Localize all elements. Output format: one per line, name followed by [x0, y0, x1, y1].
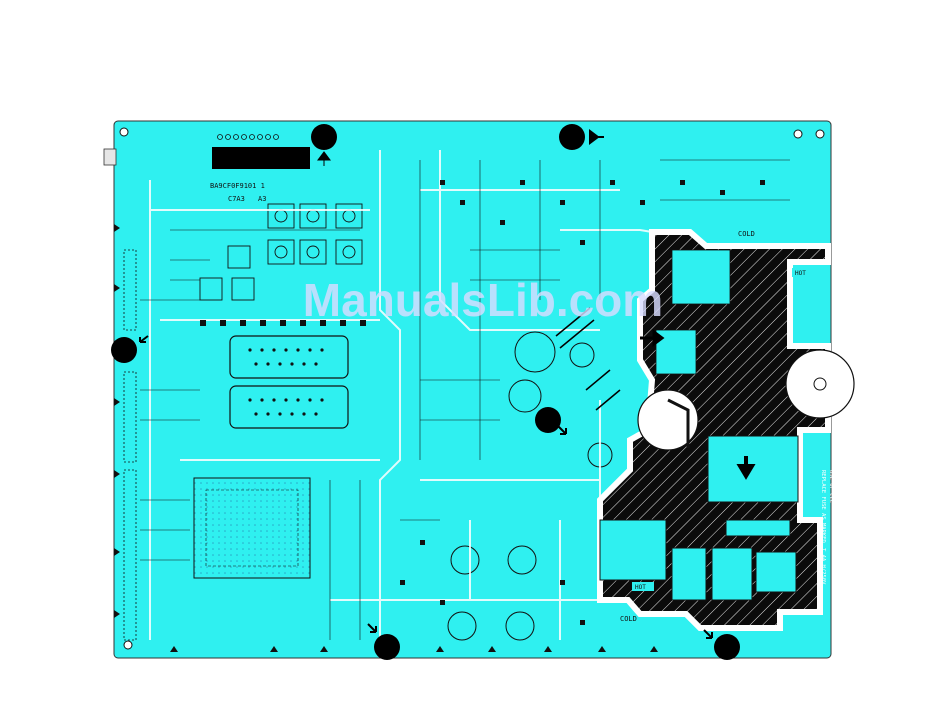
capacitor [448, 612, 476, 640]
cold-zone-label: COLD [738, 230, 755, 238]
hot-zone-island [712, 548, 752, 600]
fiducial-dot [714, 634, 740, 660]
fuse-rating-label: T 4A H/250V [820, 548, 826, 585]
hot-zone-island [672, 548, 706, 600]
dsub-connector [230, 386, 348, 428]
capacitor [508, 546, 536, 574]
dsub-connector [230, 336, 348, 378]
fiducial-dot [374, 634, 400, 660]
left-connector-tab [104, 149, 116, 165]
hot-zone-label: HOT [635, 584, 646, 591]
hot-zone-island [726, 520, 790, 536]
revision-suffix-label: A3 [258, 195, 266, 203]
capacitor [509, 380, 541, 412]
part-number-label: BA9CF0F9101 1 [210, 182, 265, 190]
fiducial-dot [111, 337, 137, 363]
capacitor [506, 612, 534, 640]
hot-zone-island [672, 250, 730, 304]
mount-hole [814, 378, 826, 390]
fuse-warning-label: USE OF CCC [828, 470, 834, 503]
revision-label: C7A3 [228, 195, 245, 203]
barcode-label-block [212, 147, 310, 169]
capacitor [570, 343, 594, 367]
capacitor [451, 546, 479, 574]
watermark-text: ManualsLib.com [303, 274, 663, 326]
hot-zone-island [600, 520, 666, 580]
tuner-shield [194, 478, 310, 578]
hot-zone-label: HOT [795, 270, 806, 277]
fiducial-dot [535, 407, 561, 433]
capacitor [515, 332, 555, 372]
hot-zone-island [708, 436, 798, 502]
hot-zone-island [756, 552, 796, 592]
fiducial-dot [559, 124, 585, 150]
fuse-warning-label: REPLACE FUSE AS MARKED [820, 470, 826, 543]
fiducial-dot [311, 124, 337, 150]
cold-zone-label: COLD [620, 615, 637, 623]
